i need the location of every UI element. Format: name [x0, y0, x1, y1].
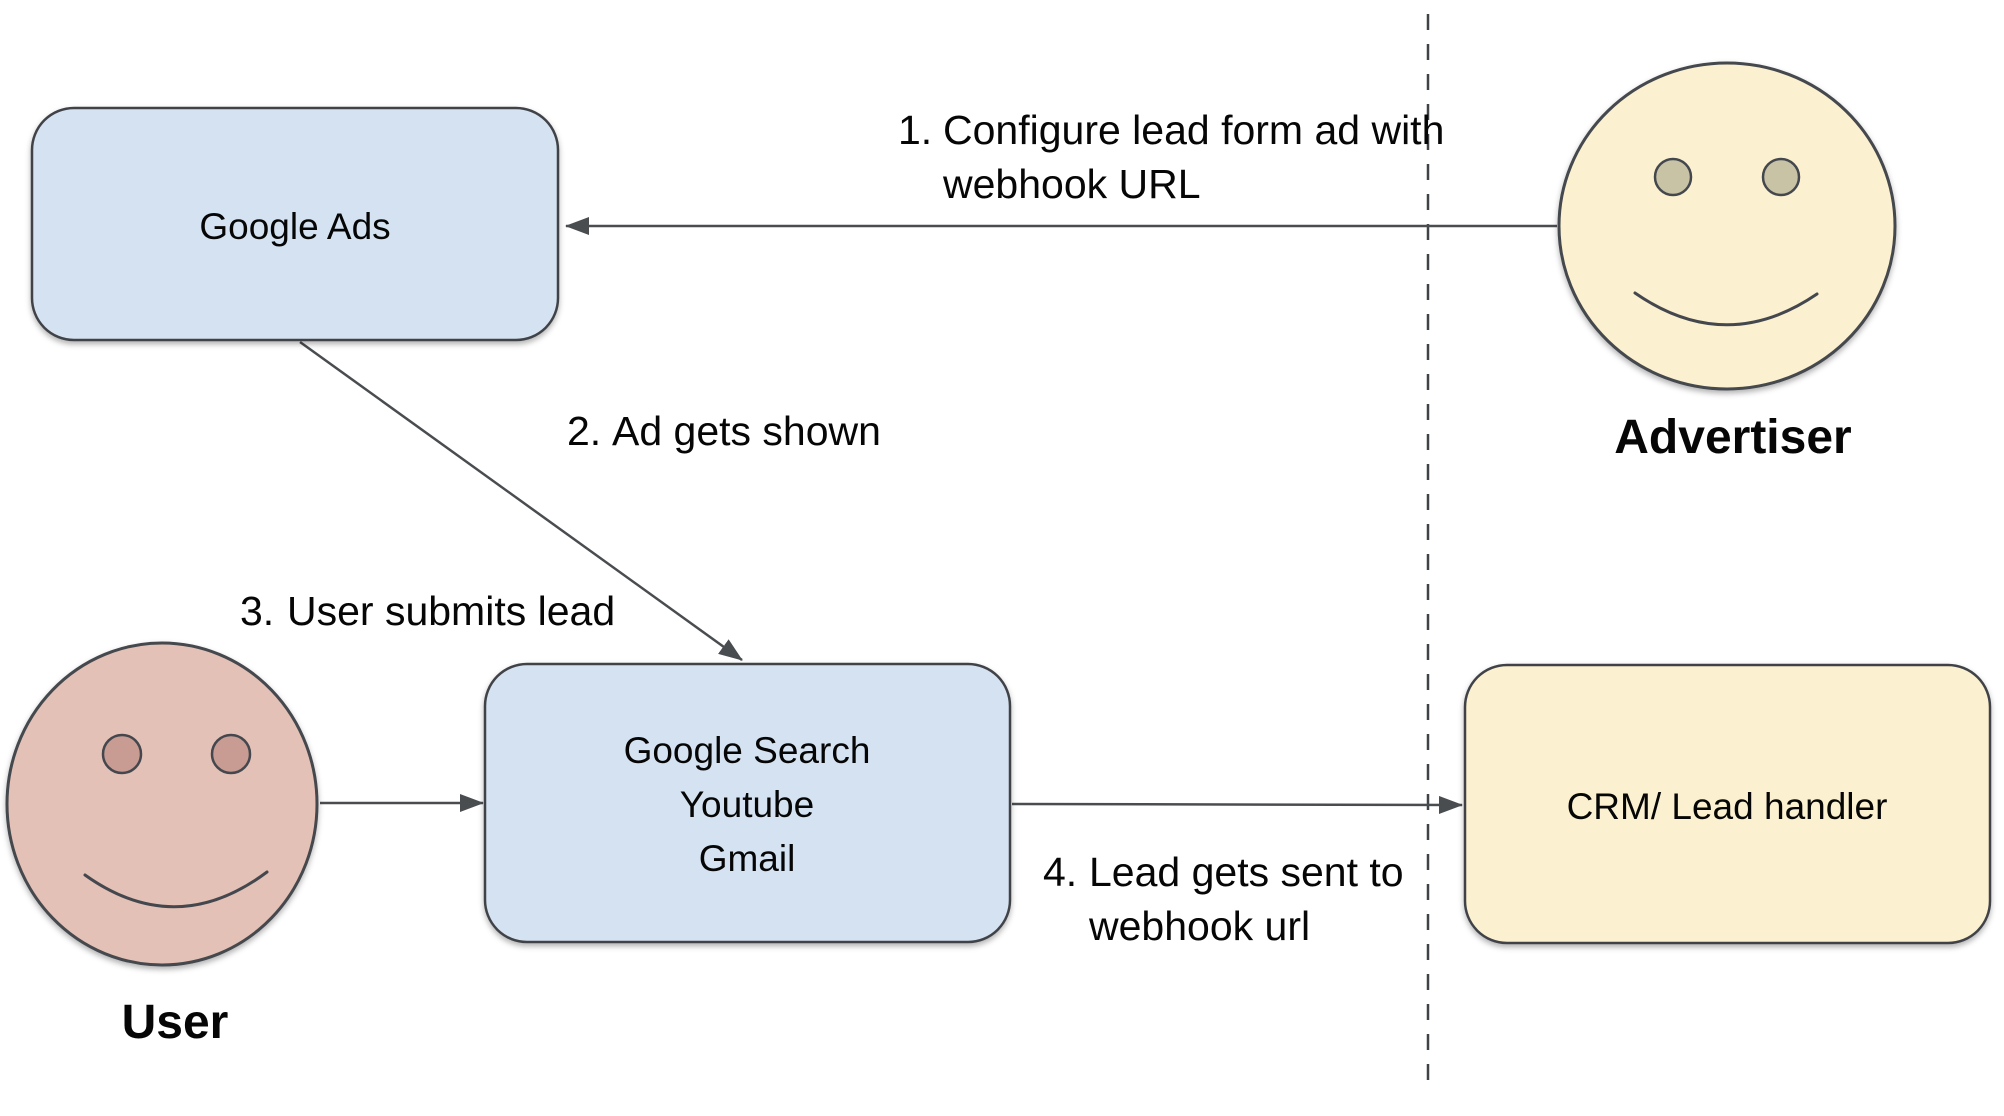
platforms-box — [483, 662, 1012, 944]
step3-number: 3. — [240, 588, 274, 634]
user-left-eye-icon — [101, 733, 143, 775]
google-ads-box — [30, 106, 560, 342]
user-right-eye-icon — [210, 733, 252, 775]
platforms-label-line1: Google Search — [624, 730, 871, 771]
user-smile-icon — [83, 870, 269, 909]
step1-text-line2: webhook URL — [942, 161, 1201, 207]
step3-text: User submits lead — [287, 588, 615, 634]
platforms-label-line2: Youtube — [680, 784, 814, 825]
advertiser-smile-icon — [1633, 291, 1819, 327]
step2-annotation: 2. Ad gets shown — [567, 408, 881, 454]
user-actor: User — [5, 641, 319, 1049]
step1-text-line1: Configure lead form ad with — [943, 107, 1444, 153]
step4-text-line1: Lead gets sent to — [1089, 849, 1404, 895]
step4-annotation: 4. Lead gets sent to webhook url — [1043, 849, 1404, 949]
crm-box — [1463, 663, 1992, 945]
advertiser-label: Advertiser — [1614, 411, 1851, 464]
crm-node: CRM/ Lead handler — [1463, 663, 1992, 945]
google-ads-label: Google Ads — [199, 206, 390, 247]
step2-text: Ad gets shown — [612, 408, 881, 454]
advertiser-actor: Advertiser — [1557, 61, 1897, 464]
advertiser-right-eye-icon — [1761, 157, 1801, 197]
google-ads-node: Google Ads — [30, 106, 560, 342]
advertiser-face-icon — [1557, 61, 1897, 391]
step1-annotation: 1. Configure lead form ad with webhook U… — [898, 107, 1444, 207]
arrow-google-ads-to-platforms — [299, 340, 743, 662]
step3-annotation: 3. User submits lead — [240, 588, 615, 634]
step2-number: 2. — [567, 408, 601, 454]
advertiser-left-eye-icon — [1653, 157, 1693, 197]
arrow-platforms-to-crm — [1011, 795, 1463, 814]
step4-number: 4. — [1043, 849, 1077, 895]
platforms-node: Google Search Youtube Gmail — [483, 662, 1012, 944]
user-label: User — [122, 996, 229, 1049]
platforms-label-line3: Gmail — [699, 838, 796, 879]
user-face-icon — [5, 641, 319, 967]
step4-text-line2: webhook url — [1088, 903, 1310, 949]
crm-label: CRM/ Lead handler — [1567, 786, 1888, 827]
step1-number: 1. — [898, 107, 932, 153]
